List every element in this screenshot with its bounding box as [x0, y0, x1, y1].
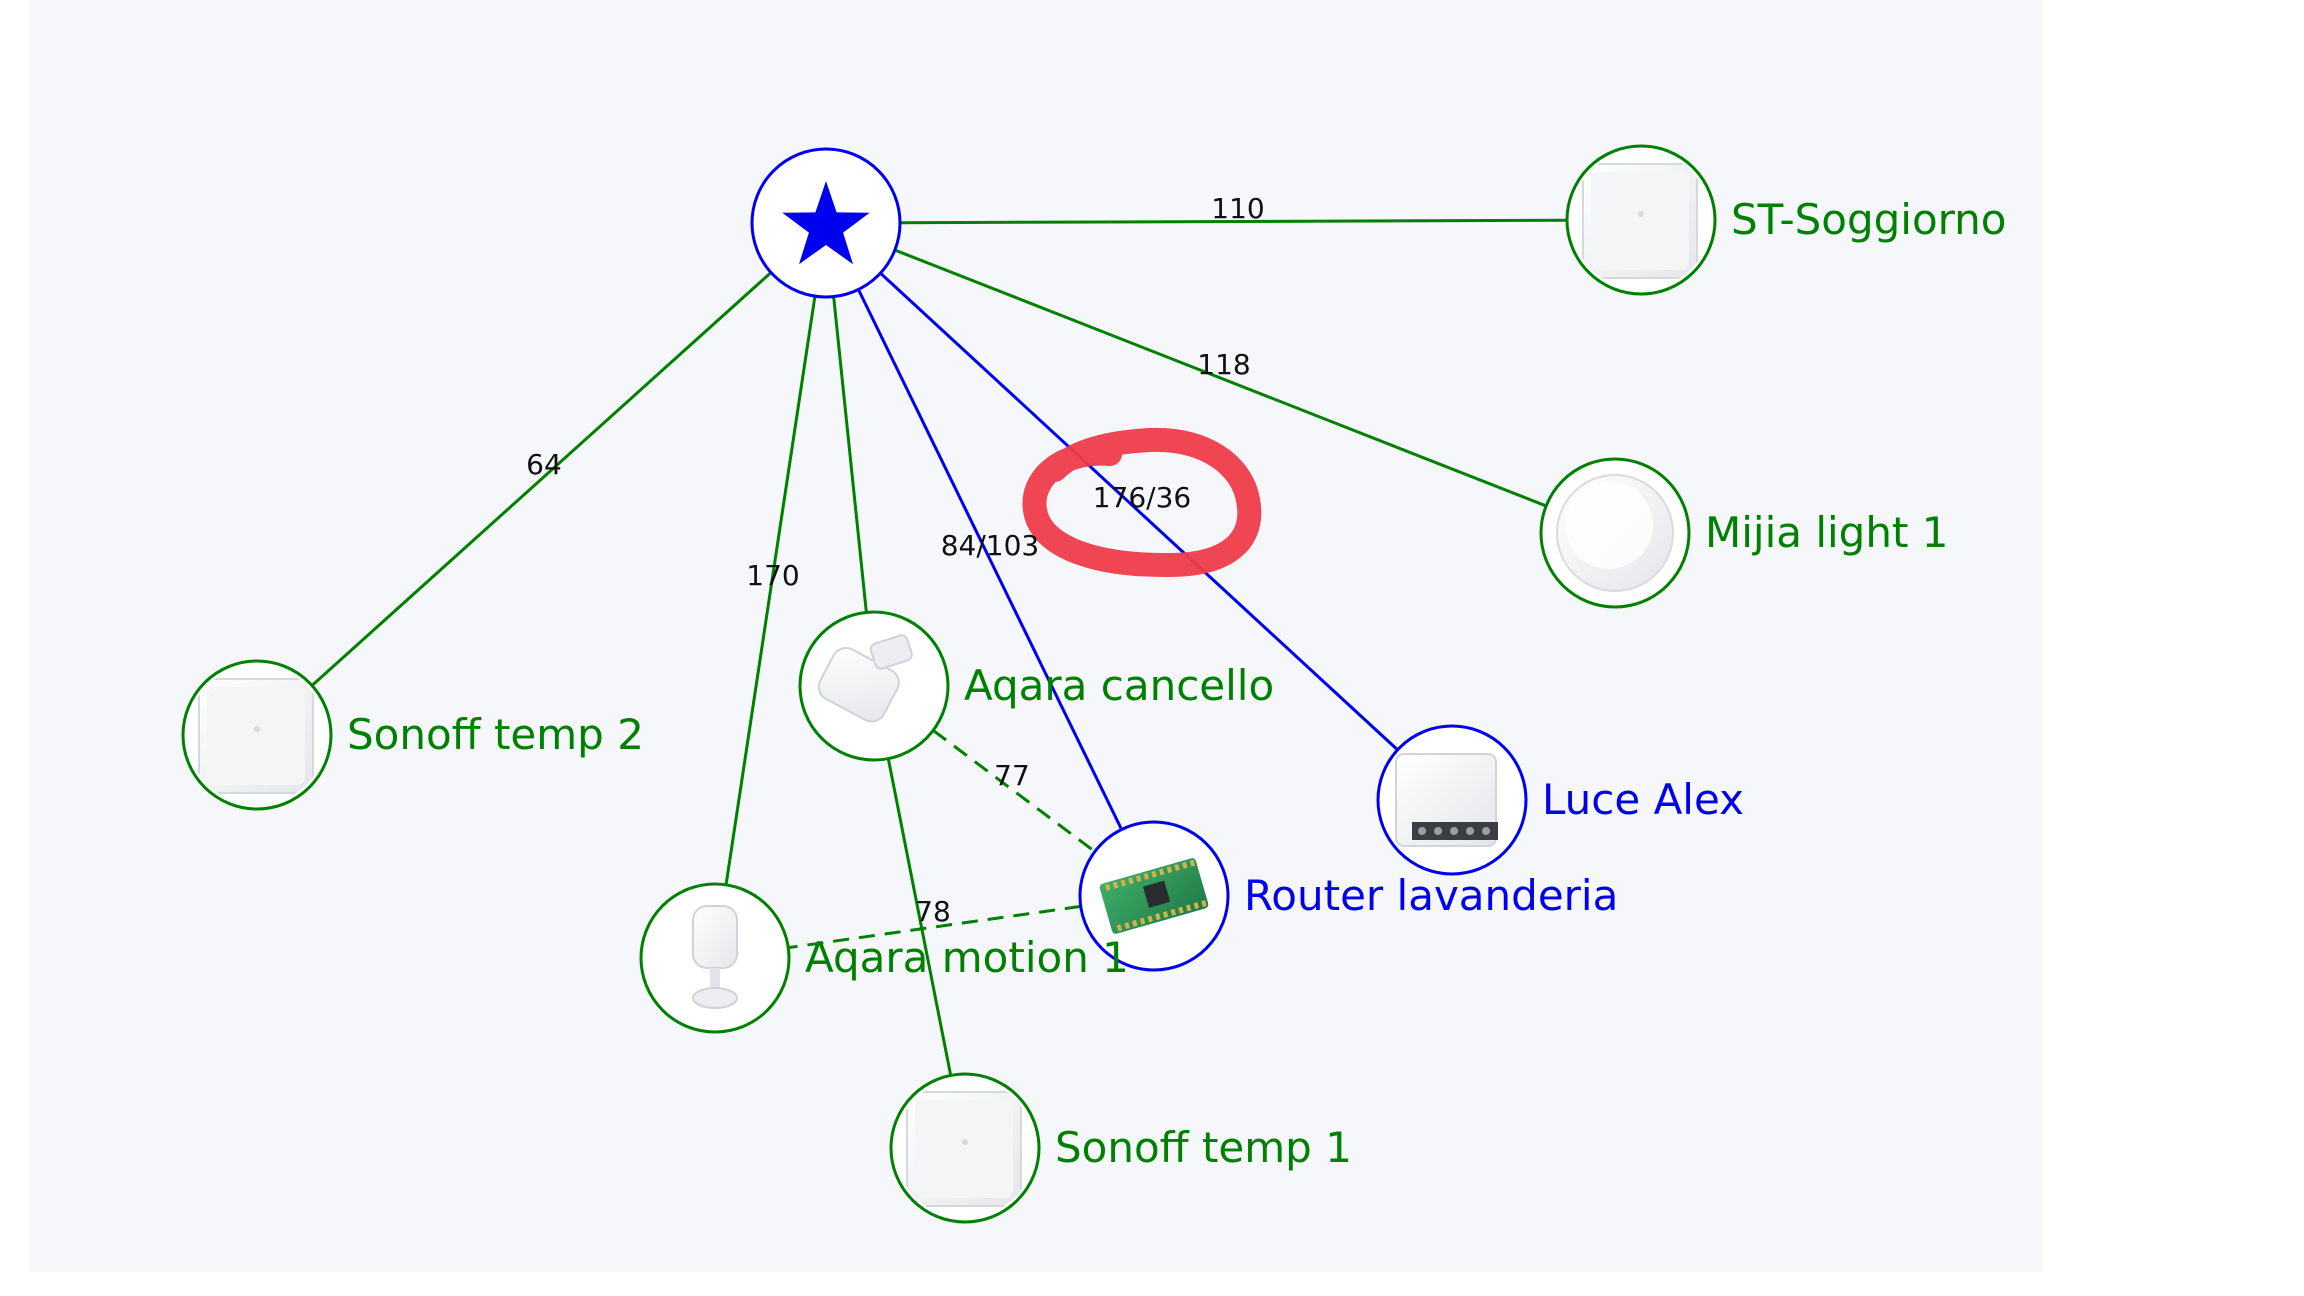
node-aqara-motion-1[interactable]: Aqara motion 1 — [639, 882, 1129, 1034]
circuit-board-icon — [1099, 858, 1209, 934]
node-sonoff-temp-1[interactable]: Sonoff temp 1 — [889, 1072, 1352, 1224]
node-label: Aqara motion 1 — [805, 933, 1129, 982]
highlight-layer — [1022, 427, 1262, 578]
edge-label: 78 — [915, 895, 951, 928]
edge-label: 118 — [1197, 348, 1250, 381]
node-st-soggiorno[interactable]: ST-Soggiorno — [1565, 144, 2007, 296]
temp-sensor-icon — [198, 678, 314, 794]
motion-sensor-icon — [692, 905, 738, 1009]
edge-label: 64 — [526, 448, 562, 481]
node-sonoff-temp-2[interactable]: Sonoff temp 2 — [181, 659, 644, 811]
edge-router-lavanderia-to-aqara-motion-1[interactable] — [788, 904, 1081, 950]
edge-coordinator-to-sonoff-temp-2[interactable] — [311, 271, 772, 687]
edge-coordinator-to-router-lavanderia[interactable] — [857, 288, 1123, 831]
node-label: ST-Soggiorno — [1731, 195, 2007, 244]
edge-labels-layer: 110 118 64 170 84/103 176/36 77 78 — [526, 192, 1265, 928]
node-label: Sonoff temp 2 — [347, 710, 644, 759]
round-sensor-icon — [1556, 474, 1674, 592]
edge-label: 170 — [746, 559, 799, 592]
edge-aqara-cancello-to-sonoff-temp-1[interactable] — [886, 758, 953, 1076]
temp-sensor-icon — [906, 1091, 1022, 1207]
edge-coordinator-to-luce-alex[interactable] — [879, 272, 1399, 751]
node-coordinator[interactable] — [750, 147, 902, 299]
edge-coordinator-to-aqara-motion-1[interactable] — [724, 295, 817, 886]
edge-label: 84/103 — [941, 529, 1040, 562]
node-label: Aqara cancello — [964, 661, 1274, 710]
edge-label: 176/36 — [1093, 481, 1192, 514]
edge-aqara-cancello-to-router-lavanderia[interactable] — [932, 729, 1096, 853]
node-luce-alex[interactable]: Luce Alex — [1376, 724, 1744, 876]
edge-coordinator-to-aqara-cancello[interactable] — [832, 296, 868, 613]
edge-coordinator-to-mijia-light-1[interactable] — [894, 248, 1547, 508]
edges-layer — [311, 218, 1568, 1076]
temp-sensor-icon — [1582, 163, 1698, 279]
relay-module-icon — [1395, 753, 1498, 847]
star-icon — [782, 181, 870, 265]
node-label: Sonoff temp 1 — [1055, 1123, 1352, 1172]
node-mijia-light-1[interactable]: Mijia light 1 — [1539, 457, 1949, 609]
node-aqara-cancello[interactable]: Aqara cancello — [798, 610, 1274, 762]
edge-label: 110 — [1211, 192, 1264, 225]
edge-coordinator-to-st-soggiorno[interactable] — [899, 218, 1568, 225]
edge-label: 77 — [994, 759, 1030, 792]
node-router-lavanderia[interactable]: Router lavanderia — [1078, 820, 1618, 972]
node-label: Mijia light 1 — [1705, 508, 1949, 557]
node-label: Luce Alex — [1542, 775, 1744, 824]
door-sensor-icon — [817, 634, 913, 723]
node-label: Router lavanderia — [1244, 871, 1618, 920]
highlight-scribble — [1022, 427, 1262, 578]
